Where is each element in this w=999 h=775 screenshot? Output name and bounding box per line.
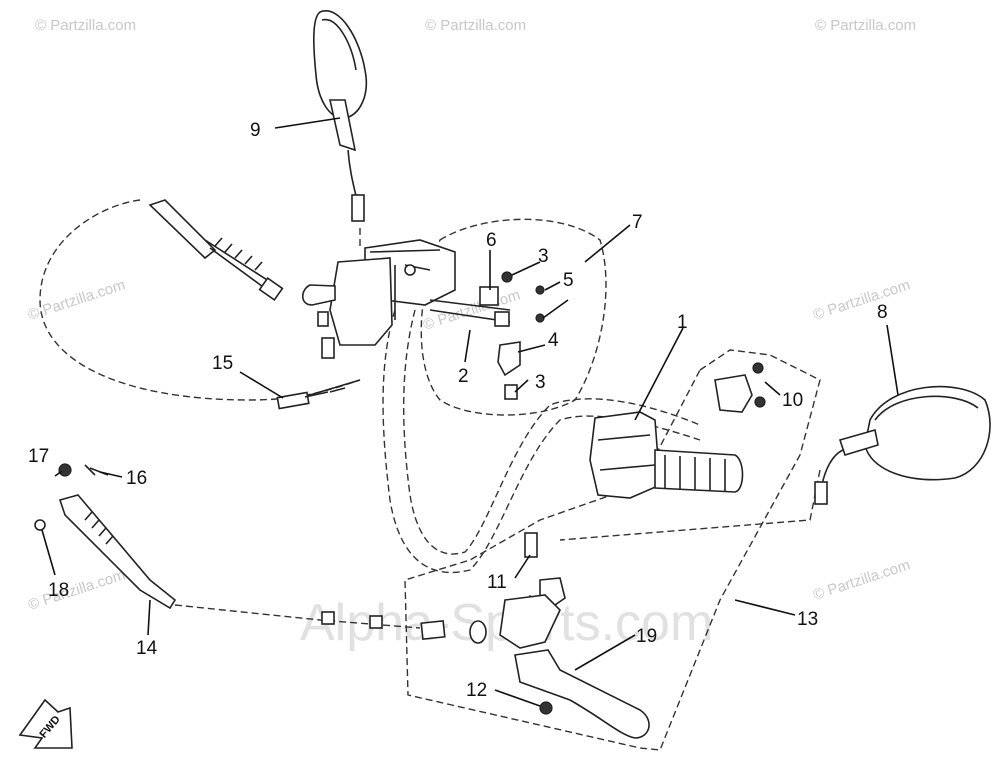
mirror-left bbox=[312, 10, 367, 222]
lever-clamp bbox=[714, 362, 766, 413]
handlebar-inner bbox=[402, 309, 701, 555]
callout-15: 15 bbox=[212, 353, 233, 374]
partzilla-watermark: © Partzilla.com bbox=[811, 556, 912, 603]
brake-cable-lower bbox=[58, 494, 421, 629]
callout-6: 6 bbox=[486, 230, 497, 251]
callout-11: 11 bbox=[487, 572, 507, 593]
group-7-parts bbox=[429, 271, 545, 400]
left-control-housing bbox=[301, 239, 456, 359]
callout-7: 7 bbox=[632, 212, 643, 233]
leader-lines bbox=[41, 117, 899, 707]
part-18-screw bbox=[34, 519, 46, 531]
callout-3-bottom: 3 bbox=[535, 372, 546, 393]
callout-10: 10 bbox=[782, 390, 803, 411]
brake-master-lever bbox=[420, 532, 650, 739]
small-fasteners bbox=[34, 463, 109, 531]
callout-17: 17 bbox=[28, 446, 49, 467]
callout-14: 14 bbox=[136, 638, 158, 659]
callout-2: 2 bbox=[458, 366, 469, 387]
forward-arrow: FWD bbox=[18, 698, 73, 749]
callout-12: 12 bbox=[466, 680, 487, 701]
callout-labels: 1 2 3 3 4 5 6 7 8 9 10 11 12 13 14 15 16… bbox=[28, 120, 888, 701]
callout-4: 4 bbox=[548, 330, 559, 351]
callout-8: 8 bbox=[877, 302, 888, 323]
partzilla-watermark: © Partzilla.com bbox=[811, 276, 912, 323]
outline-group-13 bbox=[404, 349, 821, 751]
partzilla-watermark: © Partzilla.com bbox=[26, 566, 127, 613]
clutch-cable-lower bbox=[276, 379, 361, 410]
partzilla-watermark: © Partzilla.com bbox=[35, 17, 136, 34]
callout-9: 9 bbox=[250, 120, 261, 141]
mirror-right bbox=[814, 385, 991, 505]
callout-16: 16 bbox=[126, 468, 147, 489]
cable-adjuster-upper bbox=[148, 199, 284, 302]
callout-5: 5 bbox=[563, 270, 574, 291]
throttle-assembly bbox=[589, 411, 744, 499]
handlebar-outer bbox=[382, 309, 701, 574]
callout-1: 1 bbox=[677, 312, 688, 333]
handlebar bbox=[382, 309, 701, 574]
callout-3-top: 3 bbox=[538, 246, 549, 267]
part-17-nut bbox=[58, 463, 72, 477]
callout-18: 18 bbox=[48, 580, 69, 601]
watermark-layer: © Partzilla.com © Partzilla.com © Partzi… bbox=[26, 17, 916, 652]
callout-13: 13 bbox=[797, 609, 818, 630]
callout-19: 19 bbox=[636, 626, 657, 647]
partzilla-watermark: © Partzilla.com bbox=[425, 17, 526, 34]
partzilla-watermark: © Partzilla.com bbox=[815, 17, 916, 34]
